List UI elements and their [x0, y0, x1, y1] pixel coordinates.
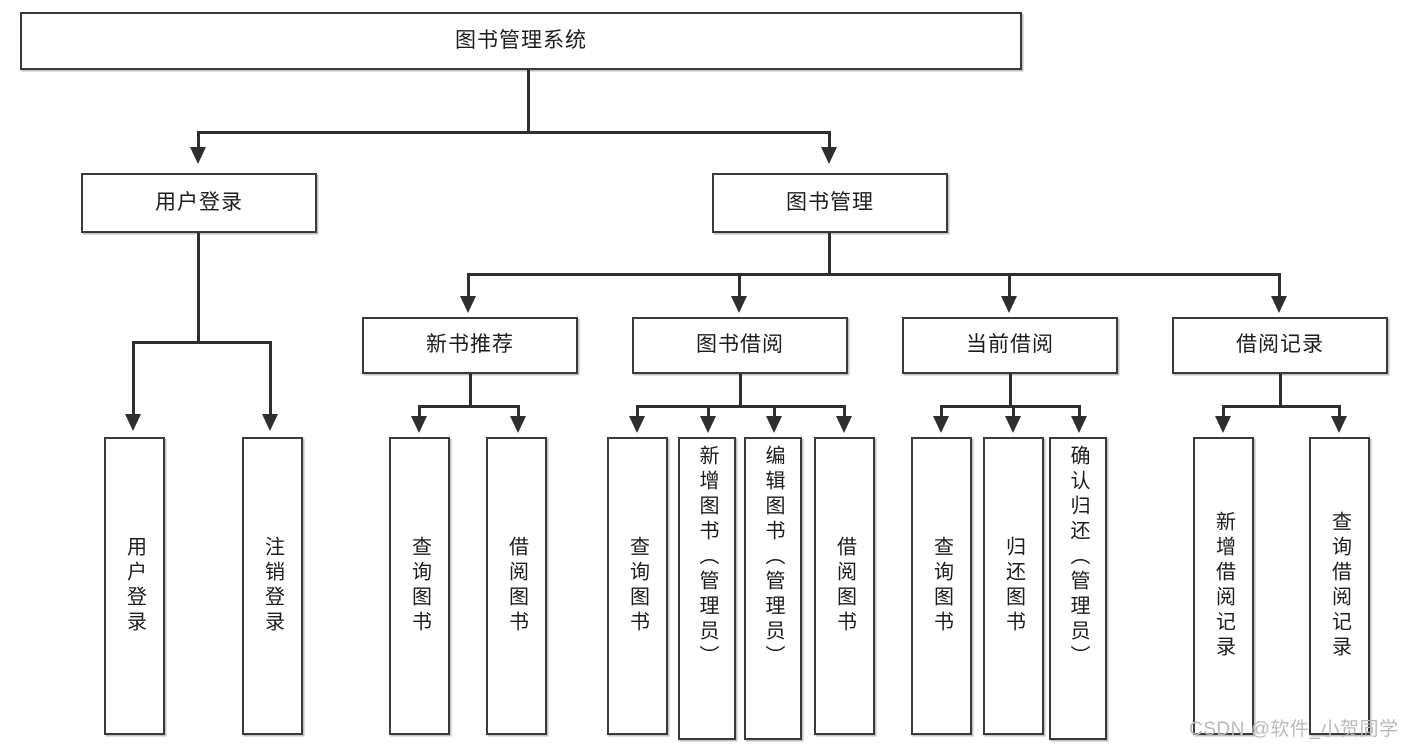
- connector-l3-drop-3: [1008, 273, 1011, 298]
- connector-bookborrow-drop-2: [707, 405, 710, 417]
- leaf-add-book-admin-label: 新增图书（管理员）: [696, 445, 718, 670]
- arrow-to-current-borrow: [1001, 296, 1017, 313]
- connector-currentborrow-drop-1: [940, 405, 943, 417]
- leaf-confirm-return-admin-label: 确认归还（管理员）: [1067, 445, 1089, 670]
- connector-bookborrow-drop-4: [843, 405, 846, 417]
- leaf-query-book-borrow-label: 查询图书: [626, 536, 649, 636]
- connector-book-manage-stem: [828, 233, 831, 275]
- connector-bookborrow-drop-1: [636, 405, 639, 417]
- connector-book-manage-bus: [468, 273, 1280, 276]
- leaf-add-borrow-record[interactable]: 新增借阅记录: [1193, 437, 1254, 735]
- connector-currentborrow-stem: [1009, 374, 1012, 407]
- arrow-root-to-user-login: [190, 147, 206, 164]
- arrow-newbook-leaf-2: [510, 416, 526, 433]
- leaf-edit-book-admin[interactable]: 编辑图书（管理员）: [744, 437, 802, 740]
- arrow-bookborrow-leaf-1: [629, 416, 645, 433]
- connector-l3-drop-2: [738, 273, 741, 298]
- connector-bookborrow-stem: [739, 374, 742, 407]
- arrow-currentborrow-leaf-3: [1071, 416, 1087, 433]
- leaf-borrow-book-newbook-label: 借阅图书: [505, 536, 528, 636]
- leaf-query-book-current-label: 查询图书: [930, 536, 953, 636]
- csdn-watermark: CSDN @软件_小贺同学: [1189, 719, 1399, 740]
- node-user-login-label: 用户登录: [155, 190, 243, 214]
- leaf-user-login[interactable]: 用户登录: [104, 437, 165, 735]
- leaf-edit-book-admin-label: 编辑图书（管理员）: [762, 445, 784, 670]
- arrow-to-book-borrow: [731, 296, 747, 313]
- arrow-currentborrow-leaf-2: [1005, 416, 1021, 433]
- node-current-borrow-label: 当前借阅: [966, 333, 1054, 357]
- arrow-borrowrecord-leaf-1: [1215, 416, 1231, 433]
- connector-user-login-drop-1: [132, 341, 135, 416]
- leaf-query-book-current[interactable]: 查询图书: [911, 437, 972, 735]
- leaf-add-borrow-record-label: 新增借阅记录: [1212, 511, 1235, 661]
- connector-root-drop-2: [828, 131, 831, 149]
- leaf-add-book-admin[interactable]: 新增图书（管理员）: [678, 437, 736, 740]
- arrow-currentborrow-leaf-1: [933, 416, 949, 433]
- connector-borrowrecord-stem: [1279, 374, 1282, 407]
- leaf-logout-label: 注销登录: [261, 536, 284, 636]
- connector-l3-drop-1: [467, 273, 470, 298]
- node-borrow-record-label: 借阅记录: [1236, 333, 1324, 357]
- node-user-login[interactable]: 用户登录: [81, 173, 317, 233]
- leaf-borrow-book[interactable]: 借阅图书: [814, 437, 875, 735]
- connector-newbook-drop-2: [517, 405, 520, 417]
- node-root-label: 图书管理系统: [455, 28, 587, 52]
- connector-root-bus: [198, 131, 831, 134]
- connector-bookborrow-drop-3: [773, 405, 776, 417]
- node-book-borrow[interactable]: 图书借阅: [632, 317, 848, 374]
- arrow-bookborrow-leaf-4: [836, 416, 852, 433]
- leaf-return-book-label: 归还图书: [1002, 536, 1025, 636]
- arrow-bookborrow-leaf-3: [766, 416, 782, 433]
- node-new-book-recommend[interactable]: 新书推荐: [362, 317, 578, 374]
- arrow-root-to-book-manage: [821, 147, 837, 164]
- node-root[interactable]: 图书管理系统: [20, 12, 1022, 70]
- leaf-return-book[interactable]: 归还图书: [983, 437, 1044, 735]
- node-new-book-recommend-label: 新书推荐: [426, 333, 514, 357]
- arrow-to-leaf-logout: [262, 414, 278, 431]
- leaf-confirm-return-admin[interactable]: 确认归还（管理员）: [1049, 437, 1107, 740]
- connector-currentborrow-bus: [941, 405, 1080, 408]
- leaf-query-book-newbook[interactable]: 查询图书: [389, 437, 450, 735]
- connector-currentborrow-drop-3: [1078, 405, 1081, 417]
- leaf-borrow-book-label: 借阅图书: [833, 536, 856, 636]
- node-book-manage-label: 图书管理: [786, 190, 874, 214]
- connector-root-drop-1: [197, 131, 200, 149]
- connector-borrowrecord-drop-2: [1338, 405, 1341, 417]
- connector-borrowrecord-bus: [1223, 405, 1340, 408]
- node-borrow-record[interactable]: 借阅记录: [1172, 317, 1388, 374]
- node-book-borrow-label: 图书借阅: [696, 333, 784, 357]
- connector-user-login-stem: [197, 233, 200, 343]
- arrow-borrowrecord-leaf-2: [1331, 416, 1347, 433]
- connector-root-stem: [527, 70, 530, 133]
- leaf-query-book-borrow[interactable]: 查询图书: [607, 437, 668, 735]
- arrow-to-new-book-rec: [460, 296, 476, 313]
- arrow-newbook-leaf-1: [411, 416, 427, 433]
- leaf-user-login-label: 用户登录: [123, 536, 146, 636]
- connector-newbook-stem: [469, 374, 472, 407]
- connector-user-login-drop-2: [269, 341, 272, 416]
- connector-newbook-bus: [419, 405, 519, 408]
- leaf-borrow-book-newbook[interactable]: 借阅图书: [486, 437, 547, 735]
- leaf-query-borrow-record[interactable]: 查询借阅记录: [1309, 437, 1370, 735]
- leaf-query-borrow-record-label: 查询借阅记录: [1328, 511, 1351, 661]
- node-current-borrow[interactable]: 当前借阅: [902, 317, 1118, 374]
- connector-user-login-bus: [133, 341, 269, 344]
- arrow-bookborrow-leaf-2: [700, 416, 716, 433]
- connector-borrowrecord-drop-1: [1222, 405, 1225, 417]
- arrow-to-borrow-record: [1271, 296, 1287, 313]
- leaf-logout[interactable]: 注销登录: [242, 437, 303, 735]
- connector-l3-drop-4: [1278, 273, 1281, 298]
- arrow-to-leaf-user-login: [125, 414, 141, 431]
- node-book-manage[interactable]: 图书管理: [712, 173, 948, 233]
- connector-newbook-drop-1: [418, 405, 421, 417]
- leaf-query-book-newbook-label: 查询图书: [408, 536, 431, 636]
- connector-currentborrow-drop-2: [1012, 405, 1015, 417]
- connector-bookborrow-bus: [637, 405, 846, 408]
